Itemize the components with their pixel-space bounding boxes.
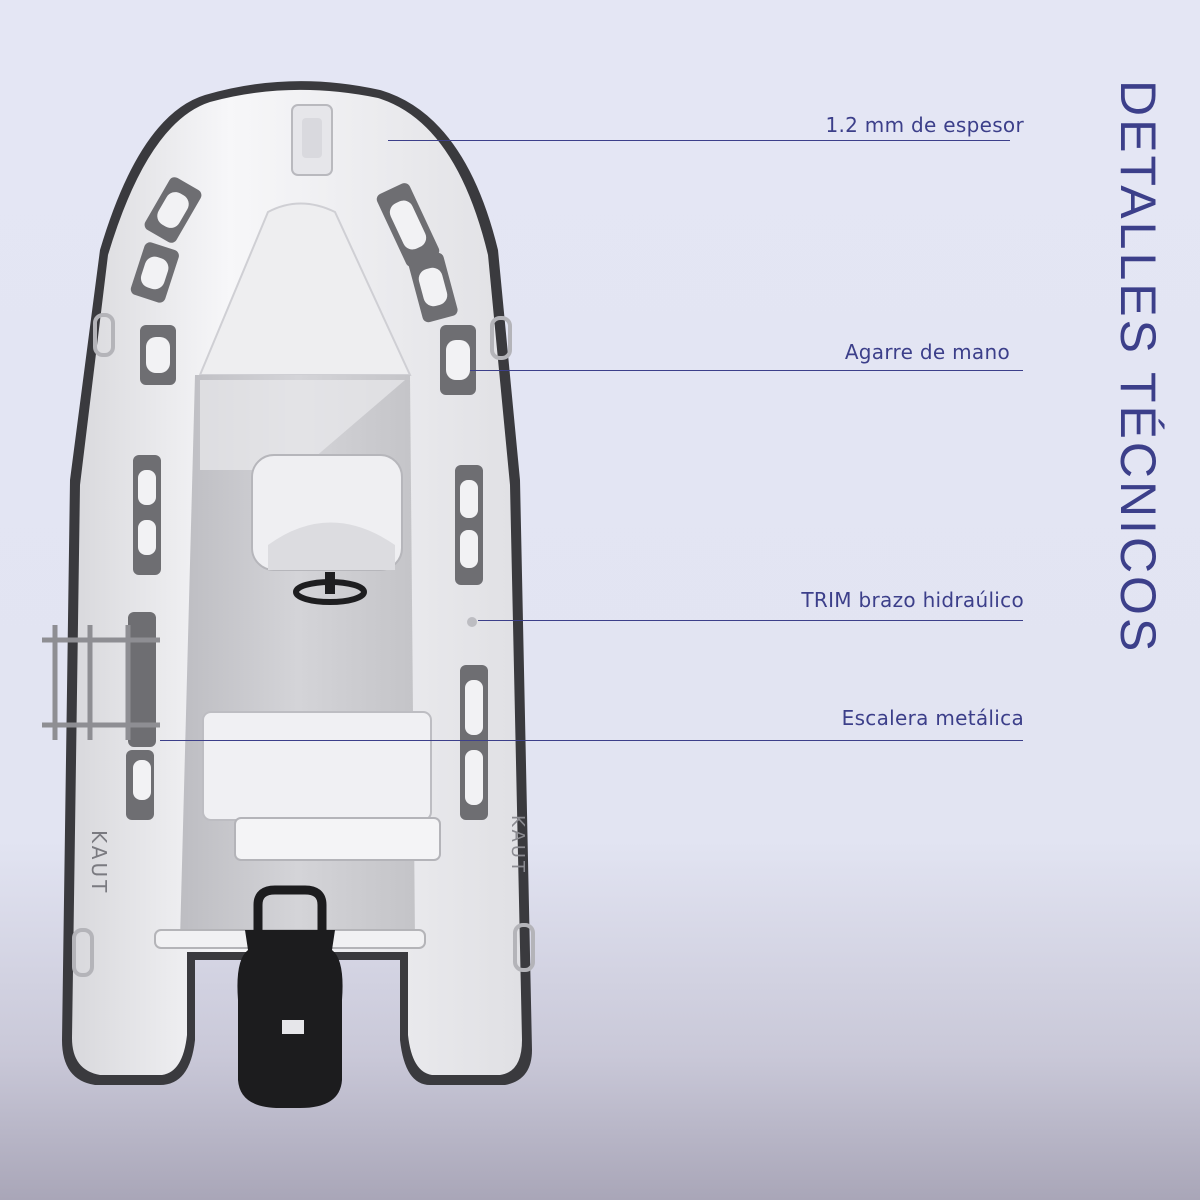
callout-line-thickness <box>388 140 1010 141</box>
ladder-icon <box>42 625 160 740</box>
callout-line-trim <box>478 620 1023 621</box>
hull-brand-left: KAUT <box>87 830 111 895</box>
seat-backrest <box>202 711 432 821</box>
callout-label-thickness: 1.2 mm de espesor <box>825 113 1024 137</box>
seat-cushion <box>234 817 441 861</box>
callout-label-trim: TRIM brazo hidraúlico <box>801 588 1024 612</box>
callout-label-handgrip: Agarre de mano <box>844 340 1010 364</box>
hull-brand-right: KAUT <box>507 815 528 875</box>
callout-label-ladder: Escalera metálica <box>841 706 1024 730</box>
section-title-text: DETALLES TÉCNICOS <box>1110 80 1166 655</box>
section-title: DETALLES TÉCNICOS <box>1088 80 1188 680</box>
steering-wheel-icon <box>293 572 367 605</box>
callout-line-handgrip <box>470 370 1023 371</box>
outboard-motor-icon <box>237 885 343 1108</box>
callout-line-ladder <box>160 740 1023 741</box>
bow-deck <box>198 202 412 376</box>
trim-switch <box>467 617 477 627</box>
